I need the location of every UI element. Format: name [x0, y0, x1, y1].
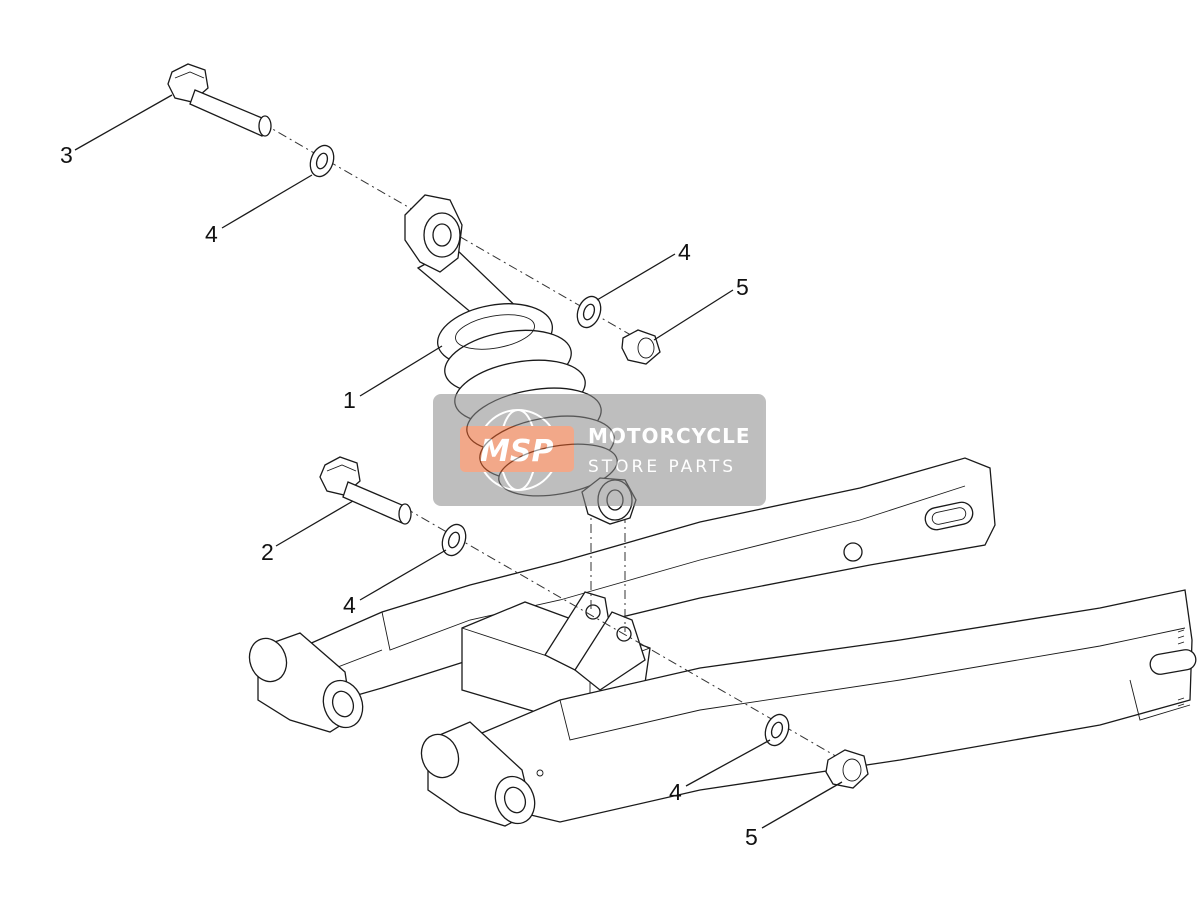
watermark: MSP MOTORCYCLE STORE PARTS — [433, 394, 766, 506]
callout-4-lower-left: 4 — [343, 592, 356, 618]
watermark-subtitle: STORE PARTS — [588, 457, 736, 477]
watermark-box — [433, 394, 766, 506]
washer-4a — [309, 144, 335, 178]
bolt-3 — [167, 63, 272, 137]
watermark-logo: MSP — [480, 434, 553, 469]
callout-5-lower: 5 — [745, 824, 758, 850]
swingarm — [248, 457, 1197, 827]
washer-4c — [441, 523, 467, 557]
callout-2: 2 — [261, 539, 274, 565]
callout-4-upper-right: 4 — [678, 239, 691, 265]
watermark-logo-box — [460, 426, 574, 472]
callout-labels: 3 4 4 5 1 2 4 4 5 — [60, 142, 758, 850]
watermark-title: MOTORCYCLE — [588, 424, 750, 448]
callout-1: 1 — [343, 387, 356, 413]
callout-3: 3 — [60, 142, 73, 168]
callout-4-top: 4 — [205, 221, 218, 247]
callout-4-lower-right: 4 — [669, 779, 682, 805]
nut-5b — [825, 749, 869, 789]
nut-5a — [621, 329, 661, 365]
bolt-2 — [319, 456, 412, 525]
callout-5-upper: 5 — [736, 274, 749, 300]
washer-4b — [576, 295, 602, 329]
leader-lines — [74, 94, 843, 829]
washer-4d — [764, 713, 790, 747]
